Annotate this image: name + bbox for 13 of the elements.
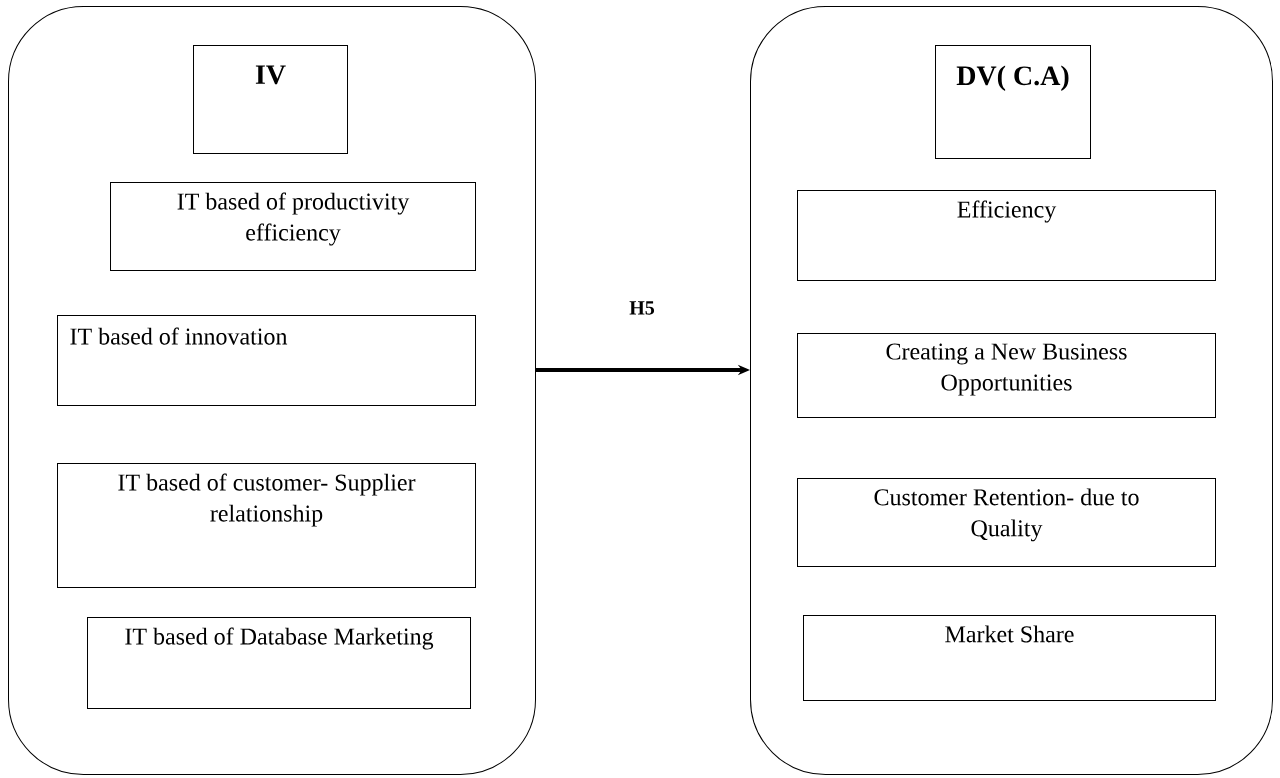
label-box: IT based of customer- Supplier relationship — [57, 463, 476, 588]
label-box: IT based of innovation — [57, 315, 476, 406]
label-box: Creating a New Business Opportunities — [797, 333, 1216, 418]
panel-outline — [750, 6, 1273, 775]
label-box: Market Share — [803, 615, 1216, 701]
label-box: IT based of productivity efficiency — [110, 182, 476, 271]
heading-box: DV( C.A) — [935, 45, 1091, 159]
label-box: Efficiency — [797, 190, 1216, 281]
heading-box: IV — [193, 45, 348, 154]
label-box: Customer Retention- due to Quality — [797, 478, 1216, 567]
edge-label: H5 — [627, 299, 657, 317]
panel-outline — [8, 6, 536, 775]
label-box: IT based of Database Marketing — [87, 617, 471, 709]
